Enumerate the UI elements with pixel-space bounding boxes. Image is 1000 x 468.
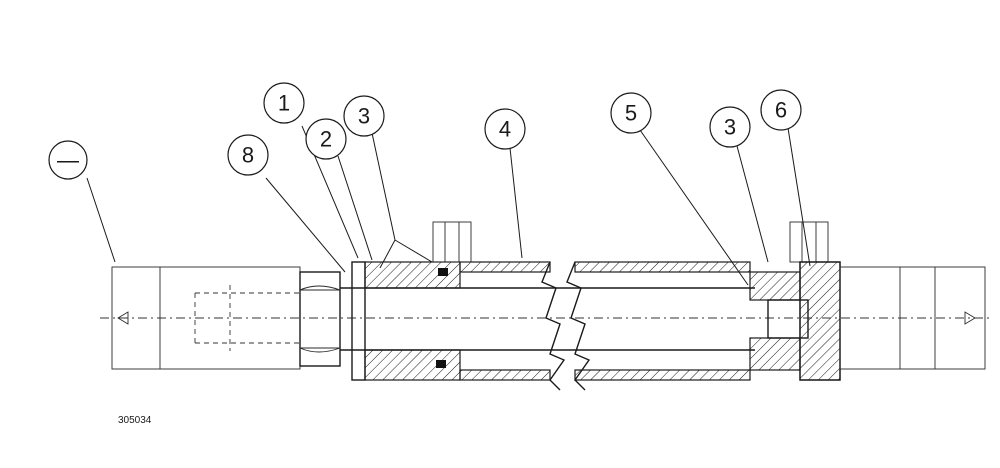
jam-nut [299, 271, 341, 367]
svg-text:6: 6 [775, 98, 787, 123]
callout-minus: — [48, 140, 88, 180]
callout-3-rod: 3 [343, 95, 385, 137]
callout-5: 5 [610, 92, 652, 134]
barrel [459, 261, 751, 391]
port-fitting-cap-end [789, 221, 829, 263]
callout-2: 2 [305, 118, 347, 160]
callout-6: 6 [760, 89, 802, 131]
svg-text:2: 2 [320, 127, 332, 152]
svg-text:3: 3 [724, 115, 736, 140]
svg-text:3: 3 [358, 104, 370, 129]
svg-text:—: — [57, 148, 79, 173]
gland-head [351, 261, 461, 381]
svg-text:8: 8 [242, 143, 254, 168]
port-fitting-rod-end [432, 221, 472, 263]
callout-3-piston: 3 [709, 106, 751, 148]
svg-text:4: 4 [499, 117, 511, 142]
callout-1: 1 [263, 82, 305, 124]
leader-lines [86, 125, 811, 286]
svg-text:1: 1 [278, 91, 290, 116]
callout-8: 8 [227, 134, 269, 176]
cap-clevis-right [839, 266, 986, 370]
drawing-number: 305034 [118, 415, 152, 426]
svg-text:5: 5 [625, 101, 637, 126]
cap-end [799, 261, 841, 381]
piston [749, 271, 809, 371]
callout-4: 4 [484, 108, 526, 150]
